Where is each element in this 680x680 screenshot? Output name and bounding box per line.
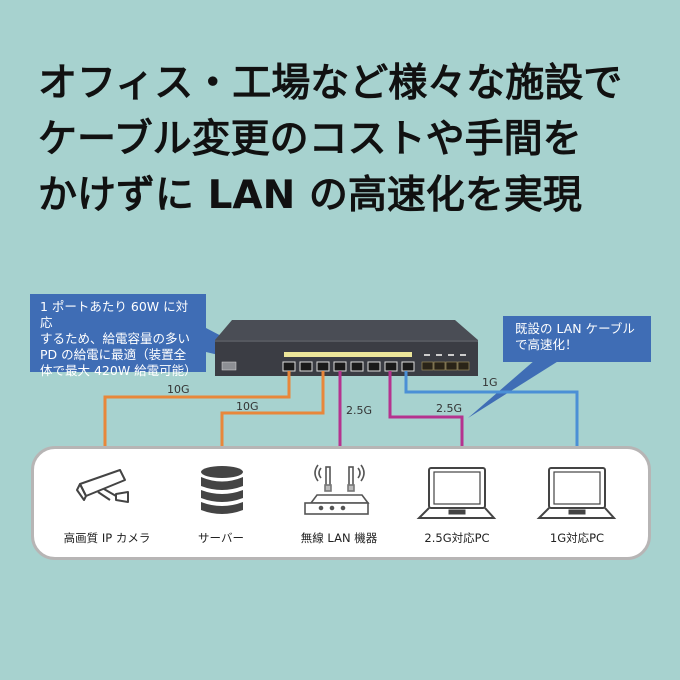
- cable-pc-2-5g: [388, 371, 464, 456]
- speed-label-pc-1g: 1G: [482, 376, 498, 389]
- callout-cable-line-1: 既設の LAN ケーブル: [515, 321, 635, 336]
- device-label-wireless-lan: 無線 LAN 機器: [300, 531, 378, 545]
- laptop-icon-2-5g: [416, 467, 497, 519]
- callout-existing-cable: 既設の LAN ケーブル で高速化！: [503, 316, 651, 362]
- security-camera-icon: [76, 469, 129, 503]
- callout-right-tail: [468, 360, 560, 418]
- cable-server: [220, 371, 325, 452]
- sfp-ports: [421, 354, 470, 371]
- headline-line-1: オフィス・工場など様々な施設で: [38, 61, 623, 106]
- callout-poe-line-4: 体で最大 420W 給電可能）: [40, 363, 197, 378]
- led-strip: [284, 352, 412, 357]
- callout-cable-line-2: で高速化！: [515, 337, 578, 352]
- cable-ip-camera: [103, 371, 291, 452]
- speed-label-pc-2-5g: 2.5G: [436, 402, 463, 415]
- callout-poe-line-1: 1 ポートあたり 60W に対応: [40, 299, 189, 330]
- callout-poe-line-2: するため、給電容量の多い: [40, 331, 191, 346]
- device-label-ip-camera: 高画質 IP カメラ: [63, 531, 151, 545]
- device-label-pc-1g: 1G対応PC: [549, 531, 605, 545]
- speed-label-wireless-lan: 2.5G: [346, 404, 373, 417]
- headline-line-2: ケーブル変更のコストや手間を: [38, 117, 582, 162]
- callout-poe-line-3: PD の給電に最適（装置全: [40, 347, 187, 362]
- speed-label-server: 10G: [236, 400, 259, 413]
- cable-pc-1g: [404, 371, 579, 453]
- headline-line-3: かけずに LAN の高速化を実現: [38, 173, 582, 218]
- console-port: [221, 361, 237, 371]
- device-label-pc-2-5g: 2.5G対応PC: [424, 531, 490, 545]
- speed-label-ip-camera: 10G: [167, 383, 190, 396]
- wireless-router-icon: [304, 464, 370, 515]
- headline: オフィス・工場など様々な施設で ケーブル変更のコストや手間を かけずに LAN …: [38, 56, 622, 224]
- server-icon: [201, 466, 243, 514]
- callout-poe-info: 1 ポートあたり 60W に対応 するため、給電容量の多い PD の給電に最適（…: [30, 294, 206, 378]
- device-label-server: サーバー: [198, 531, 244, 545]
- laptop-icon-1g: [536, 467, 617, 519]
